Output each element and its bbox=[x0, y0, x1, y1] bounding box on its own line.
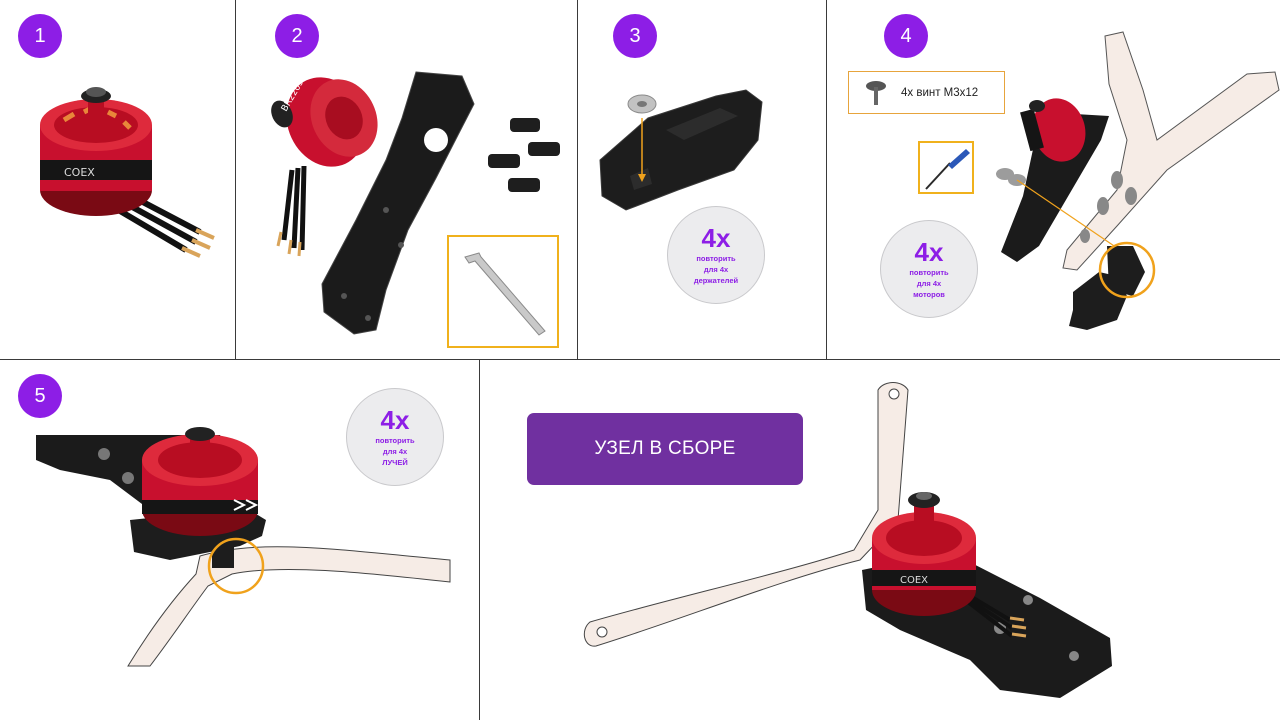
step-5-number: 5 bbox=[34, 384, 46, 407]
step-2-illustration: BR2205 bbox=[271, 71, 560, 335]
repeat-line-2: для 4х bbox=[916, 279, 942, 288]
assembled-label: УЗЕЛ В СБОРЕ bbox=[594, 438, 736, 459]
divider-h bbox=[0, 359, 1280, 360]
assembled-panel: COEX bbox=[480, 360, 1280, 720]
screw-callout: 4х винт М3х12 bbox=[848, 71, 1005, 114]
repeat-line-3: держателей bbox=[693, 276, 739, 285]
repeat-line-1: повторить bbox=[696, 254, 736, 263]
screw-icon bbox=[866, 80, 886, 105]
assembled-illustration: COEX bbox=[583, 382, 1112, 698]
motor-illustration: COEX bbox=[40, 87, 215, 258]
divider-v3 bbox=[826, 0, 827, 359]
divider-v1 bbox=[235, 0, 236, 359]
step-4-number: 4 bbox=[900, 24, 912, 47]
repeat-line-1: повторить bbox=[909, 268, 949, 277]
step-3-number: 3 bbox=[629, 24, 641, 47]
step-3-badge: 3 bbox=[613, 14, 657, 58]
repeat-line-3: ЛУЧЕЙ bbox=[382, 458, 408, 467]
step-1-number: 1 bbox=[34, 24, 46, 47]
step-2-number: 2 bbox=[291, 24, 303, 47]
hex-key-callout bbox=[447, 235, 559, 348]
hex-key-icon bbox=[464, 252, 546, 336]
divider-v4 bbox=[479, 359, 480, 720]
step-1-panel: 1 COEX bbox=[0, 0, 235, 359]
repeat-line-1: повторить bbox=[375, 436, 415, 445]
holder-illustration bbox=[599, 89, 763, 211]
screw-callout-label: 4х винт М3х12 bbox=[901, 86, 979, 99]
step-5-repeat-badge: 4x повторить для 4х ЛУЧЕЙ bbox=[346, 388, 444, 486]
motor-brand-text: COEX bbox=[64, 166, 95, 179]
step-5-panel: 5 4x повторить для 4х ЛУЧЕЙ bbox=[0, 360, 479, 720]
step-4-illustration bbox=[996, 31, 1280, 330]
screwdriver-icon bbox=[925, 149, 970, 190]
step-4-panel: 4 4x повторить для 4х моторов bbox=[827, 0, 1280, 359]
assembled-banner: УЗЕЛ В СБОРЕ bbox=[527, 413, 803, 485]
step-2-badge: 2 bbox=[275, 14, 319, 58]
repeat-count: 4x bbox=[380, 405, 410, 435]
assembled-motor-brand: COEX bbox=[900, 575, 928, 586]
repeat-line-2: для 4х bbox=[703, 265, 729, 274]
step-4-badge: 4 bbox=[884, 14, 928, 58]
repeat-line-3: моторов bbox=[913, 290, 945, 299]
step-3-panel: 3 4x повторить для 4х держателей bbox=[578, 0, 826, 359]
step-5-badge: 5 bbox=[18, 374, 62, 418]
step-1-badge: 1 bbox=[18, 14, 62, 58]
repeat-count: 4x bbox=[701, 223, 731, 253]
step-2-panel: 2 BR2205 bbox=[236, 0, 577, 359]
screwdriver-callout bbox=[918, 141, 974, 194]
step-3-repeat-badge: 4x повторить для 4х держателей bbox=[667, 206, 765, 304]
repeat-count: 4x bbox=[914, 237, 944, 267]
repeat-line-2: для 4х bbox=[382, 447, 408, 456]
step-4-repeat-badge: 4x повторить для 4х моторов bbox=[880, 220, 978, 318]
divider-v2 bbox=[577, 0, 578, 359]
step-5-illustration bbox=[36, 427, 451, 667]
